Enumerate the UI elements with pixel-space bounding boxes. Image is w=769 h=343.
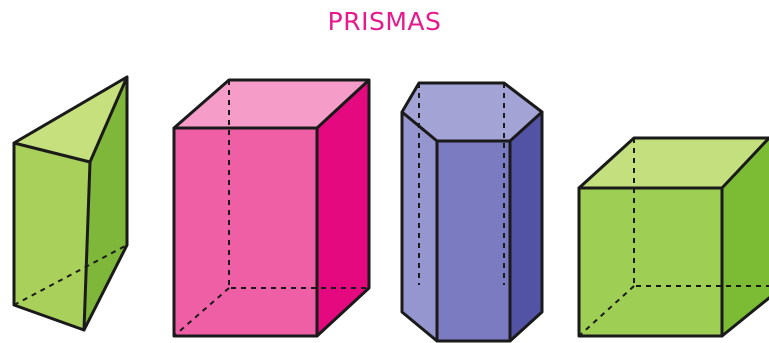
cube <box>579 138 769 336</box>
rectangular-prism <box>174 80 369 336</box>
triangular-prism <box>14 77 127 330</box>
cube-front-face <box>579 188 722 336</box>
hexagonal-prism-front-face <box>437 141 510 341</box>
triangular-prism-left-face <box>14 143 90 330</box>
hexagonal-prism-side-face <box>510 112 542 341</box>
hexagonal-prism <box>402 83 542 341</box>
rectangular-prism-front-face <box>174 128 317 336</box>
